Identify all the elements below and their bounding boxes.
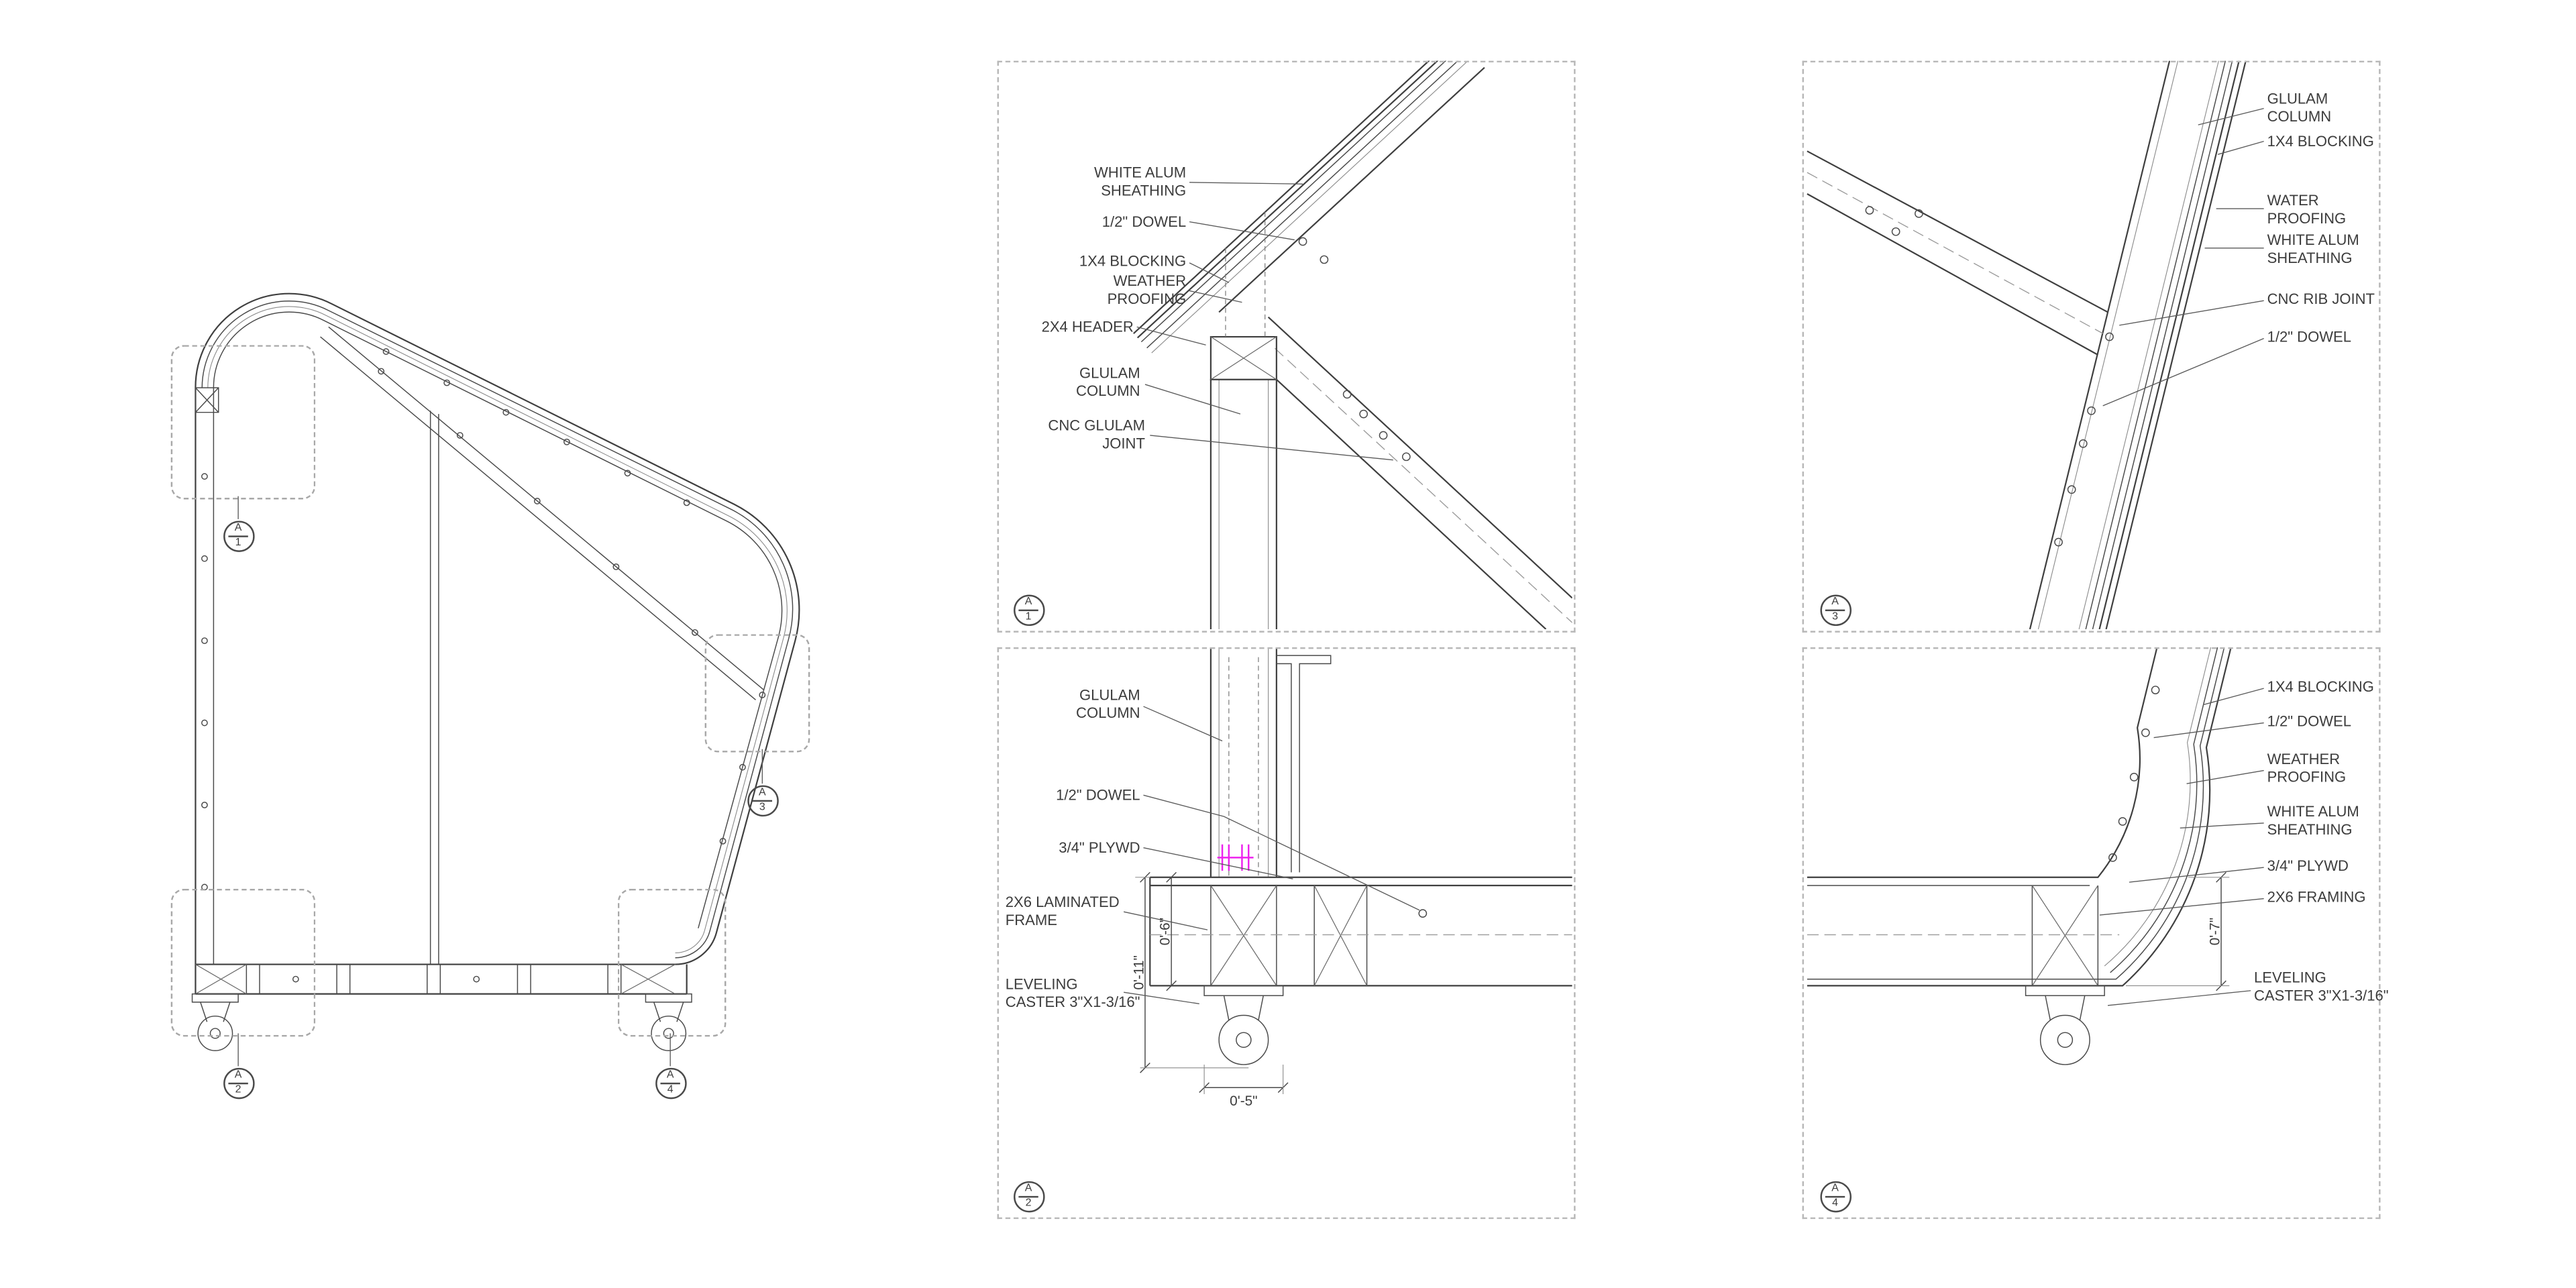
a2-label-caster: LEVELING CASTER 3"X1-3/16": [1005, 975, 1140, 1011]
marker-connectors: [237, 496, 763, 1067]
a2-label-column: GLULAM COLUMN: [1076, 686, 1140, 722]
cnc-rib-branch: [1807, 150, 2108, 356]
base-hatch: [195, 964, 676, 995]
callout-box-a4: [617, 888, 727, 1037]
a2-dim-overall-height: 0'-11": [1131, 955, 1146, 989]
detail-marker-a3: A 3: [1819, 594, 1851, 625]
a2-label-plywood: 3/4" PLYWD: [1059, 839, 1140, 856]
a3-label-joint: CNC RIB JOINT: [2267, 290, 2375, 307]
a3-label-blocking: 1X4 BLOCKING: [2267, 133, 2374, 150]
a3-label-sheathing: WHITE ALUM SHEATHING: [2267, 231, 2359, 266]
interior-rib: [320, 326, 765, 700]
a1-label-joint: CNC GLULAM JOINT: [1048, 417, 1145, 452]
a4-label-plywood: 3/4" PLYWD: [2267, 857, 2349, 874]
detail-a3-frame: [1802, 60, 2381, 633]
a2-label-frame: 2X6 LAMINATED FRAME: [1005, 894, 1120, 928]
callout-box-a3: [704, 634, 810, 753]
detail-marker-a4: A 4: [1819, 1180, 1851, 1212]
overview-drawing: [191, 292, 800, 1067]
a2-label-dowel: 1/2" DOWEL: [1056, 787, 1140, 804]
a4-label-caster: LEVELING CASTER 3"X1-3/16": [2254, 969, 2389, 1004]
a4-dim-frame-height: 0'-7": [2208, 918, 2223, 945]
sheathing-line-1: [201, 301, 794, 959]
overview-marker-a3: A 3: [747, 784, 778, 816]
detail-a1-frame: [997, 60, 1576, 633]
leader-lines: [1123, 706, 1420, 1004]
a3-label-dowel: 1/2" DOWEL: [2267, 328, 2352, 345]
callout-box-a2: [170, 888, 316, 1037]
a1-label-column: GLULAM COLUMN: [1076, 364, 1140, 400]
a4-label-dowel: 1/2" DOWEL: [2267, 712, 2352, 730]
detail-a2-frame: [997, 647, 1576, 1220]
detail-a4-frame: [1802, 647, 2381, 1220]
overview-marker-a4: A 4: [654, 1067, 686, 1099]
leveling-bolt-highlight: [1217, 844, 1254, 871]
overview-marker-a2: A 2: [222, 1067, 254, 1099]
cnc-rib-branch: [1267, 316, 1572, 629]
dowel-dots: [2108, 686, 2160, 862]
dowel-dots: [1298, 237, 1411, 462]
a4-label-weatherproofing: WEATHER PROOFING: [2267, 751, 2347, 786]
sheathing-line-2: [207, 306, 788, 953]
leader-lines: [1136, 182, 1393, 461]
base-dividers: [246, 964, 622, 994]
inner-face: [213, 311, 783, 965]
glulam-column: [1210, 647, 1277, 877]
handle-bracket: [1276, 655, 1332, 873]
base-band: [1149, 876, 1572, 987]
detail-a2-drawing: 0'-6" 0'-11" 0'-5": [1123, 647, 1572, 1109]
base-frame: [195, 963, 688, 995]
leader-lines: [2102, 107, 2264, 407]
a1-label-sheathing: WHITE ALUM SHEATHING: [1093, 164, 1187, 199]
shell-outline: [195, 292, 800, 994]
detail-a1-drawing: [1133, 60, 1572, 629]
a1-label-weatherproofing: WEATHER PROOFING: [1107, 272, 1187, 307]
overview-marker-a1: A 1: [222, 520, 254, 551]
caster: [1203, 985, 1284, 1065]
detail-a4-drawing: 0'-7": [1807, 647, 2264, 1065]
a2-dim-caster-width: 0'-5": [1230, 1093, 1257, 1109]
a4-label-framing: 2X6 FRAMING: [2267, 888, 2366, 906]
glulam-column: [1210, 379, 1277, 629]
leader-lines: [2099, 688, 2264, 1006]
frame-hatch: [2031, 885, 2098, 986]
a1-label-blocking: 1X4 BLOCKING: [1079, 253, 1187, 270]
detail-a3-drawing: [1807, 60, 2264, 629]
a4-label-blocking: 1X4 BLOCKING: [2267, 678, 2374, 695]
dowel-dots: [201, 348, 766, 983]
a1-label-dowel: 1/2" DOWEL: [1102, 213, 1187, 230]
a4-label-sheathing: WHITE ALUM SHEATHING: [2267, 803, 2359, 838]
corner-blocking: [195, 387, 219, 413]
interior-stud: [429, 411, 439, 965]
a2-dim-frame-height: 0'-6": [1158, 918, 1173, 945]
detail-marker-a1: A 1: [1012, 594, 1044, 625]
frame-hatch: [1210, 885, 1368, 986]
callout-box-a1: [170, 345, 316, 500]
a3-label-column: GLULAM COLUMN: [2267, 90, 2332, 125]
caster: [2025, 985, 2105, 1065]
a1-label-header: 2X4 HEADER: [1041, 319, 1134, 335]
dowel-dots: [1865, 206, 2114, 547]
detail-marker-a2: A 2: [1012, 1180, 1044, 1212]
caster-right: [645, 993, 692, 1051]
caster-left: [191, 993, 239, 1051]
a3-label-waterproofing: WATER PROOFING: [2267, 192, 2347, 227]
